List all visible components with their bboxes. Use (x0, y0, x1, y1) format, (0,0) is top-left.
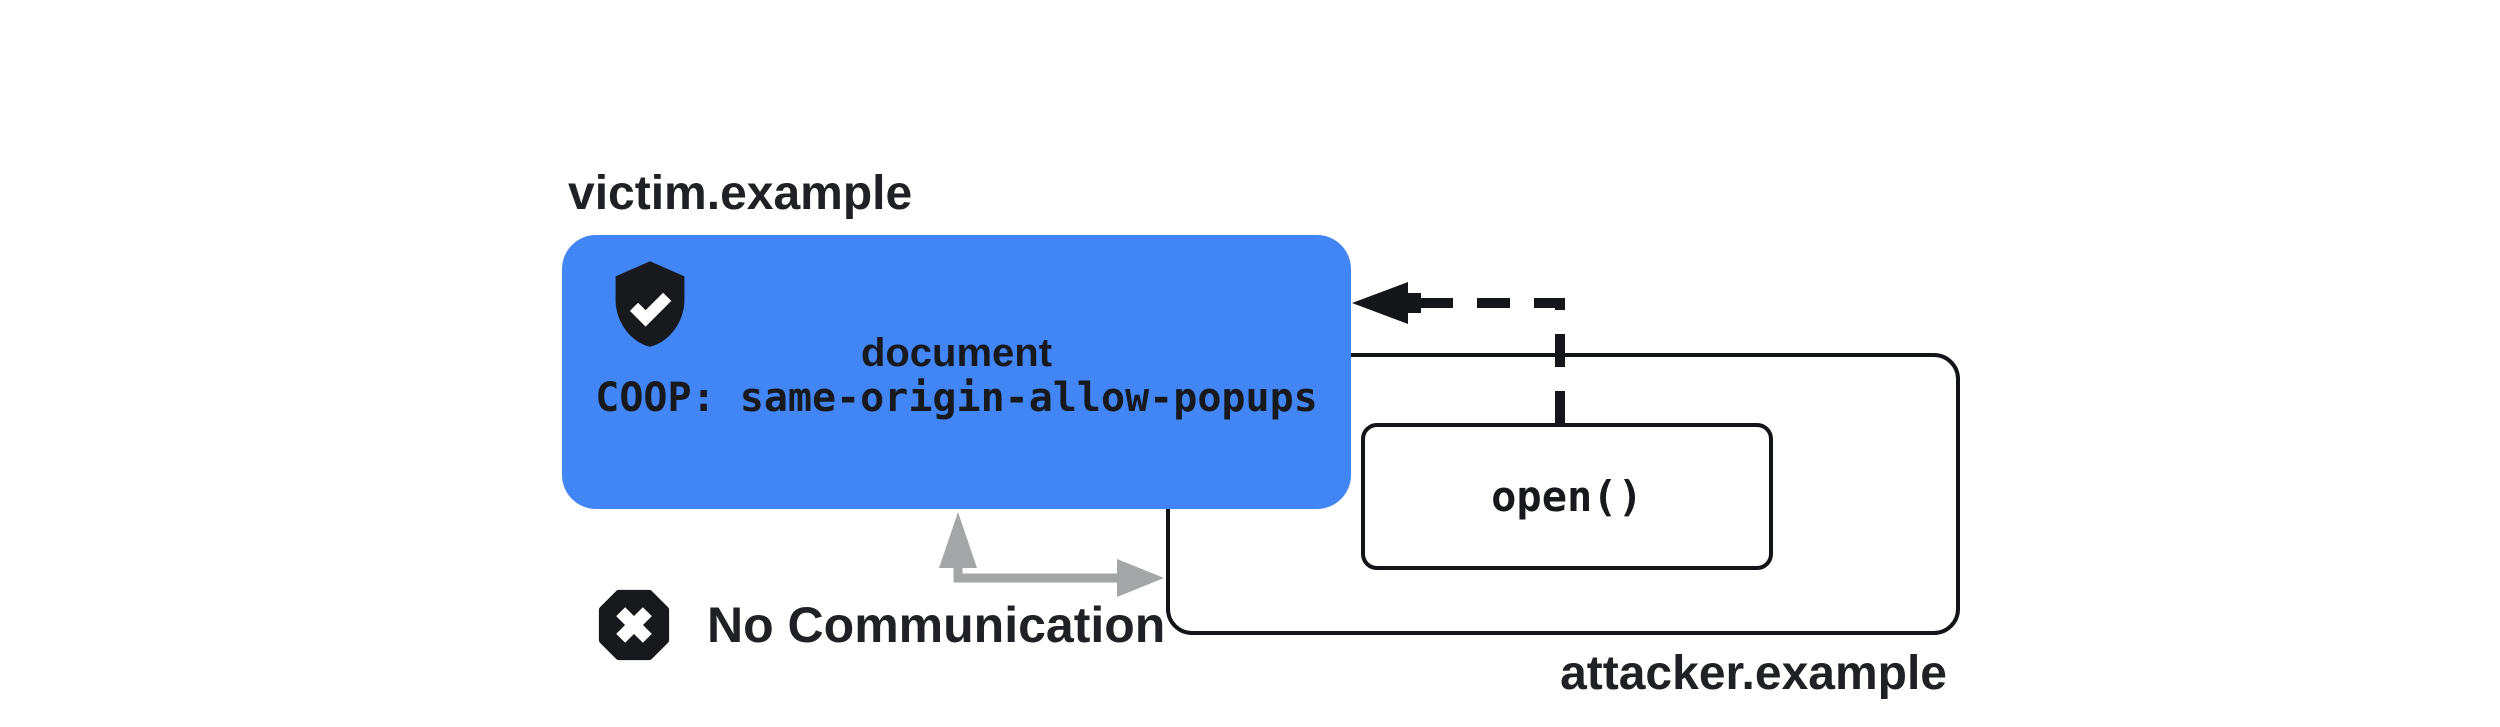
attacker-domain-label: attacker.example (1560, 647, 1947, 700)
victim-domain-label: victim.example (568, 167, 913, 220)
victim-document-box: document COOP: same-origin-allow-popups (562, 235, 1351, 509)
octagon-x-icon (598, 589, 670, 661)
gray-no-communication-arrow (939, 512, 1164, 597)
no-communication-label: No Communication (707, 597, 1166, 653)
no-communication-group: No Communication (595, 586, 1165, 664)
coop-header-value: COOP: same-origin-allow-popups (595, 375, 1318, 421)
open-call-box: open() (1361, 423, 1773, 570)
open-call-label: open() (1491, 472, 1643, 521)
shield-check-icon (615, 261, 685, 347)
document-title: document (860, 331, 1053, 375)
victim-box-text: document COOP: same-origin-allow-popups (562, 331, 1351, 421)
